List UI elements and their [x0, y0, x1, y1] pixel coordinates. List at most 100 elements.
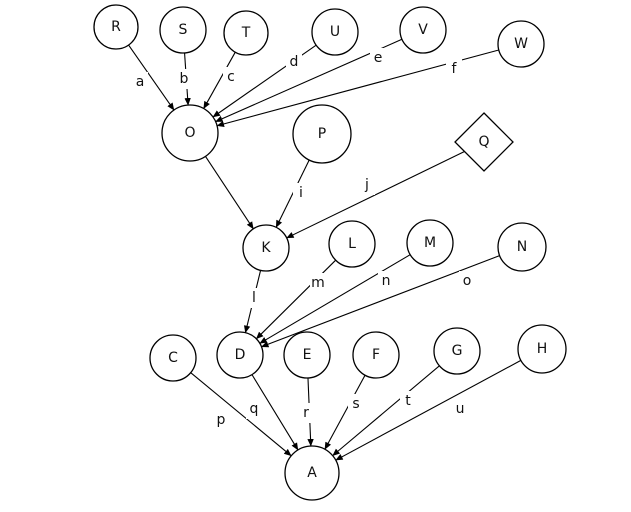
edge-q-k: j	[286, 150, 465, 239]
node-circle	[517, 324, 567, 374]
edge-line	[204, 156, 254, 230]
node-circle	[352, 331, 400, 379]
edge-label-background	[176, 69, 192, 89]
edge-line	[255, 259, 337, 340]
edge-label: u	[456, 401, 465, 417]
node-label: W	[514, 36, 528, 52]
edge-d-a: q	[246, 374, 299, 451]
edge-f-a: s	[324, 374, 366, 450]
edge-label-background	[213, 410, 229, 430]
node-circle	[149, 334, 197, 382]
edge-w-o: f	[216, 49, 499, 128]
edge-label: p	[217, 412, 226, 428]
node-label: K	[261, 240, 271, 256]
edge-l-d: m	[255, 259, 337, 340]
edge-h-a: u	[335, 359, 522, 461]
edge-t-o: c	[203, 51, 239, 110]
node-label: E	[303, 347, 312, 363]
edge-line	[332, 365, 440, 457]
edge-label-background	[286, 52, 302, 72]
node-circle	[497, 20, 545, 68]
edge-label-background	[223, 67, 239, 87]
edge-line	[286, 150, 465, 239]
edge-label-background	[370, 48, 386, 68]
edge-label: q	[250, 401, 259, 417]
node-circle	[399, 6, 447, 54]
edge-line	[259, 254, 411, 344]
node-e: E	[283, 331, 331, 379]
node-circle	[283, 331, 331, 379]
node-label: R	[111, 19, 121, 35]
node-r: R	[93, 4, 139, 50]
node-circle	[311, 8, 359, 56]
edge-label-background	[378, 271, 394, 291]
edge-v-o: e	[215, 38, 403, 123]
edge-label: e	[374, 50, 383, 66]
edge-g-a: t	[332, 365, 440, 457]
edge-label: t	[405, 393, 411, 409]
edge-label-background	[310, 273, 326, 293]
edge-c-a: p	[190, 372, 292, 457]
edge-label: l	[252, 290, 256, 306]
edge-line	[251, 374, 299, 451]
edge-line	[261, 255, 500, 348]
edge-label-background	[298, 403, 314, 423]
node-label: O	[184, 125, 195, 141]
edge-label-background	[246, 288, 262, 308]
edge-label: o	[463, 273, 472, 289]
edge-line	[203, 51, 236, 110]
node-label: D	[235, 347, 246, 363]
edge-line	[324, 374, 366, 450]
node-l: L	[328, 220, 376, 268]
node-f: F	[352, 331, 400, 379]
node-label: P	[318, 126, 326, 142]
edge-line	[128, 44, 175, 111]
node-w: W	[497, 20, 545, 68]
node-v: V	[399, 6, 447, 54]
edge-label: r	[303, 405, 309, 421]
node-q: Q	[454, 112, 514, 172]
edge-label-background	[359, 175, 375, 195]
edge-label-background	[446, 59, 462, 79]
edge-label: j	[364, 177, 369, 193]
node-o: O	[161, 104, 219, 162]
node-label: Q	[478, 134, 489, 150]
node-c: C	[149, 334, 197, 382]
node-circle	[406, 219, 454, 267]
node-label: V	[418, 22, 428, 38]
node-circle	[216, 331, 264, 379]
node-p: P	[292, 104, 352, 164]
node-a: A	[284, 445, 340, 501]
edge-r-o: a	[128, 44, 175, 111]
edge-label-background	[348, 394, 364, 414]
edge-label: a	[136, 74, 145, 90]
node-label: H	[537, 341, 548, 357]
edge-label: i	[299, 185, 303, 201]
node-circle	[93, 4, 139, 50]
node-circle	[328, 220, 376, 268]
node-diamond	[454, 112, 514, 172]
node-label: S	[179, 22, 188, 38]
node-s: S	[159, 6, 207, 54]
edge-e-a: r	[298, 377, 314, 447]
edge-label-background	[246, 399, 262, 419]
node-m: M	[406, 219, 454, 267]
node-circle	[223, 10, 269, 56]
node-h: H	[517, 324, 567, 374]
node-label: G	[452, 343, 463, 359]
edge-label: c	[227, 69, 235, 85]
node-g: G	[433, 327, 481, 375]
edge-p-k: i	[275, 159, 310, 228]
edge-m-d: n	[259, 254, 411, 344]
node-label: M	[424, 235, 436, 251]
edge-s-o: b	[176, 52, 192, 106]
edge-line	[190, 372, 292, 457]
edge-u-o: d	[212, 44, 317, 118]
edge-o-k	[204, 156, 254, 230]
edge-line	[275, 159, 310, 228]
edge-label-background	[459, 271, 475, 291]
edge-label-background	[452, 399, 468, 419]
edge-n-d: o	[261, 255, 500, 348]
